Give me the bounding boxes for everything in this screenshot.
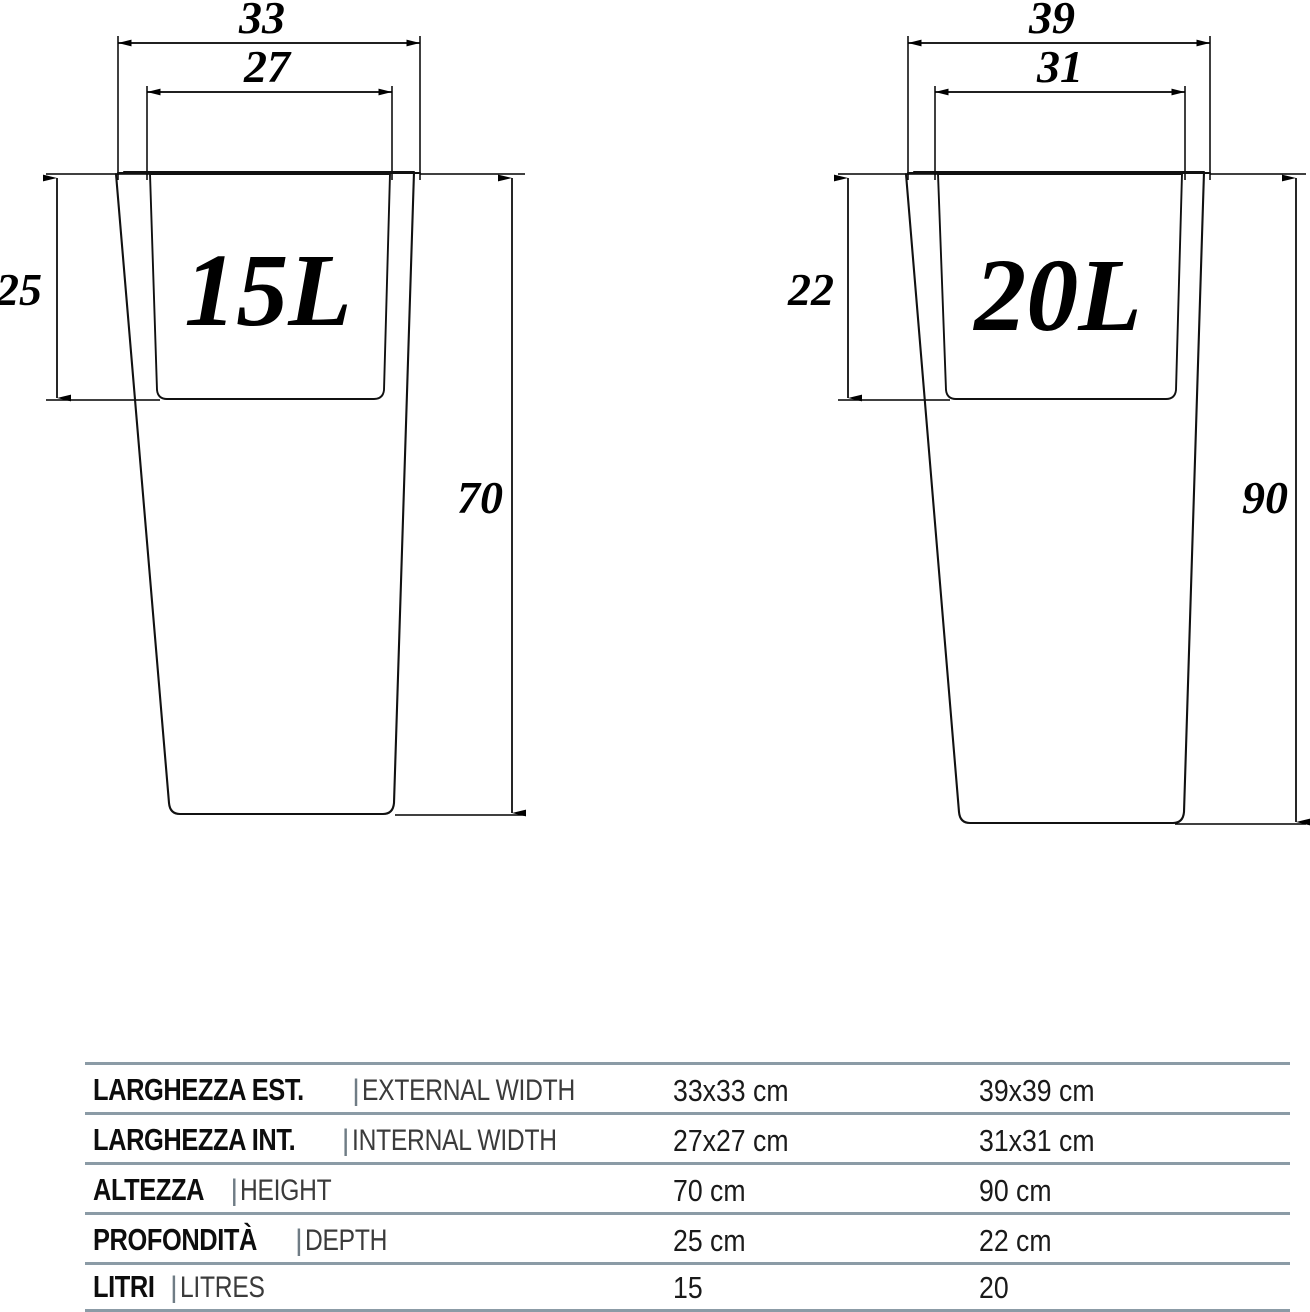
row-label-separator: | bbox=[352, 1074, 360, 1107]
drawing-pot-20l: 39 31 22 90 bbox=[787, 0, 1310, 826]
row-label-en: LITRES bbox=[179, 1271, 265, 1304]
row-label-litres: LITRI | LITRES bbox=[85, 1271, 660, 1309]
technical-drawing-area: 33 27 25 70 bbox=[0, 0, 1310, 826]
row-value-pot-20l: 20 bbox=[979, 1270, 1009, 1305]
row-label-separator: | bbox=[170, 1271, 178, 1304]
row-value-pot-20l: 90 cm bbox=[979, 1173, 1052, 1208]
pot-inner-liner-20l bbox=[937, 173, 1183, 400]
row-label-separator: | bbox=[294, 1224, 303, 1257]
row-label-height: ALTEZZA | HEIGHT bbox=[85, 1174, 660, 1212]
row-value-pot-20l: 31x31 cm bbox=[979, 1123, 1095, 1158]
row-value-pot-15l: 25 cm bbox=[673, 1223, 746, 1258]
row-label-it: ALTEZZA bbox=[93, 1172, 205, 1207]
row-label-en: INTERNAL WIDTH bbox=[351, 1124, 557, 1157]
table-row: PROFONDITÀ | DEPTH 25 cm 22 cm bbox=[85, 1212, 1290, 1262]
row-label-it: LARGHEZZA INT. bbox=[93, 1122, 296, 1157]
dim-label-internal-width-31: 31 bbox=[1036, 41, 1083, 92]
volume-label-15l: 15L bbox=[184, 233, 352, 348]
pot-outer-outline-20l bbox=[904, 170, 1206, 825]
row-value-pot-15l: 15 bbox=[673, 1270, 703, 1305]
row-label-it: LARGHEZZA EST. bbox=[93, 1072, 304, 1107]
pot-outer-outline-15l bbox=[114, 170, 416, 816]
dim-label-depth-22: 22 bbox=[787, 264, 834, 315]
specification-table: LARGHEZZA EST. | EXTERNAL WIDTH 33x33 cm… bbox=[85, 1062, 1290, 1312]
dim-label-internal-width-27: 27 bbox=[243, 41, 292, 92]
table-row: LARGHEZZA INT. | INTERNAL WIDTH 27x27 cm… bbox=[85, 1112, 1290, 1162]
row-label-en: EXTERNAL WIDTH bbox=[361, 1074, 575, 1107]
dim-label-depth-25: 25 bbox=[0, 264, 42, 315]
row-value-pot-15l: 33x33 cm bbox=[673, 1073, 789, 1108]
dim-label-external-width-33: 33 bbox=[238, 0, 285, 43]
row-label-it: LITRI bbox=[93, 1269, 155, 1304]
row-label-separator: | bbox=[341, 1124, 350, 1157]
dim-label-height-70: 70 bbox=[457, 472, 503, 523]
row-label-external-width: LARGHEZZA EST. | EXTERNAL WIDTH bbox=[85, 1074, 660, 1112]
drawing-pot-15l: 33 27 25 70 bbox=[0, 0, 526, 817]
row-value-pot-15l: 27x27 cm bbox=[673, 1123, 789, 1158]
row-value-pot-20l: 39x39 cm bbox=[979, 1073, 1095, 1108]
drawings-svg: 33 27 25 70 bbox=[0, 0, 1310, 826]
table-row: LARGHEZZA EST. | EXTERNAL WIDTH 33x33 cm… bbox=[85, 1062, 1290, 1112]
row-value-pot-15l: 70 cm bbox=[673, 1173, 746, 1208]
pot-inner-liner-15l bbox=[149, 173, 391, 400]
row-label-en: DEPTH bbox=[304, 1224, 387, 1257]
row-label-separator: | bbox=[230, 1174, 239, 1207]
volume-label-20l: 20L bbox=[972, 238, 1142, 353]
row-label-internal-width: LARGHEZZA INT. | INTERNAL WIDTH bbox=[85, 1124, 660, 1162]
row-value-pot-20l: 22 cm bbox=[979, 1223, 1052, 1258]
row-label-depth: PROFONDITÀ | DEPTH bbox=[85, 1224, 660, 1262]
dim-label-height-90: 90 bbox=[1242, 472, 1288, 523]
row-label-it: PROFONDITÀ bbox=[93, 1222, 257, 1257]
table-row: ALTEZZA | HEIGHT 70 cm 90 cm bbox=[85, 1162, 1290, 1212]
dim-label-external-width-39: 39 bbox=[1028, 0, 1075, 43]
table-row: LITRI | LITRES 15 20 bbox=[85, 1262, 1290, 1312]
row-label-en: HEIGHT bbox=[240, 1174, 332, 1207]
